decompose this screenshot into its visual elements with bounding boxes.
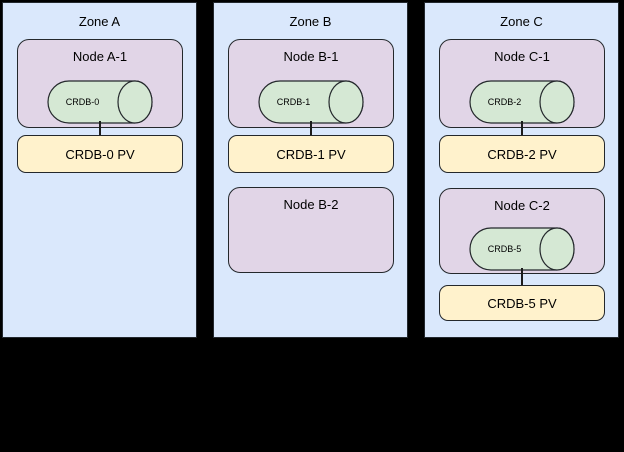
crdb-2-cylinder: CRDB-2 <box>469 80 575 124</box>
cylinder-shape-icon <box>258 80 364 124</box>
crdb-0-label: CRDB-0 <box>65 97 100 107</box>
node-b-2-title: Node B-2 <box>283 197 339 212</box>
crdb-5-cylinder: CRDB-5 <box>469 227 575 271</box>
crdb-1-pv: CRDB-1 PV <box>228 135 394 173</box>
node-c-2-title: Node C-2 <box>494 198 550 213</box>
cylinder-shape-icon <box>469 80 575 124</box>
crdb-1-cylinder: CRDB-1 <box>258 80 364 124</box>
node-a-1: Node A-1 CRDB-0 <box>17 39 183 128</box>
pv-connector-line <box>99 121 101 135</box>
node-b-2: Node B-2 <box>228 187 394 273</box>
crdb-0-cylinder: CRDB-0 <box>47 80 153 124</box>
zone-a: Zone A Node A-1 CRDB-0 CRDB-0 PV <box>2 2 197 338</box>
node-c-2: Node C-2 CRDB-5 <box>439 188 605 274</box>
zone-c-title: Zone C <box>500 14 543 29</box>
zone-c: Zone C Node C-1 CRDB-2 CRDB-2 PV Node C-… <box>424 2 619 338</box>
pv-connector-line <box>521 268 523 285</box>
crdb-2-pv: CRDB-2 PV <box>439 135 605 173</box>
pv-connector-line <box>521 121 523 135</box>
crdb-1-label: CRDB-1 <box>276 97 311 107</box>
crdb-5-pv: CRDB-5 PV <box>439 285 605 321</box>
node-b-1-title: Node B-1 <box>283 49 339 64</box>
node-b-1: Node B-1 CRDB-1 <box>228 39 394 128</box>
node-c-1: Node C-1 CRDB-2 <box>439 39 605 128</box>
zone-a-title: Zone A <box>78 14 121 29</box>
zone-b: Zone B Node B-1 CRDB-1 CRDB-1 PV Node B-… <box>213 2 408 338</box>
zone-b-title: Zone B <box>289 14 332 29</box>
crdb-0-pv: CRDB-0 PV <box>17 135 183 173</box>
cylinder-shape-icon <box>47 80 153 124</box>
node-a-1-title: Node A-1 <box>72 49 128 64</box>
pv-connector-line <box>310 121 312 135</box>
cylinder-shape-icon <box>469 227 575 271</box>
node-c-1-title: Node C-1 <box>494 49 550 64</box>
crdb-2-label: CRDB-2 <box>487 97 522 107</box>
crdb-5-label: CRDB-5 <box>487 244 522 254</box>
